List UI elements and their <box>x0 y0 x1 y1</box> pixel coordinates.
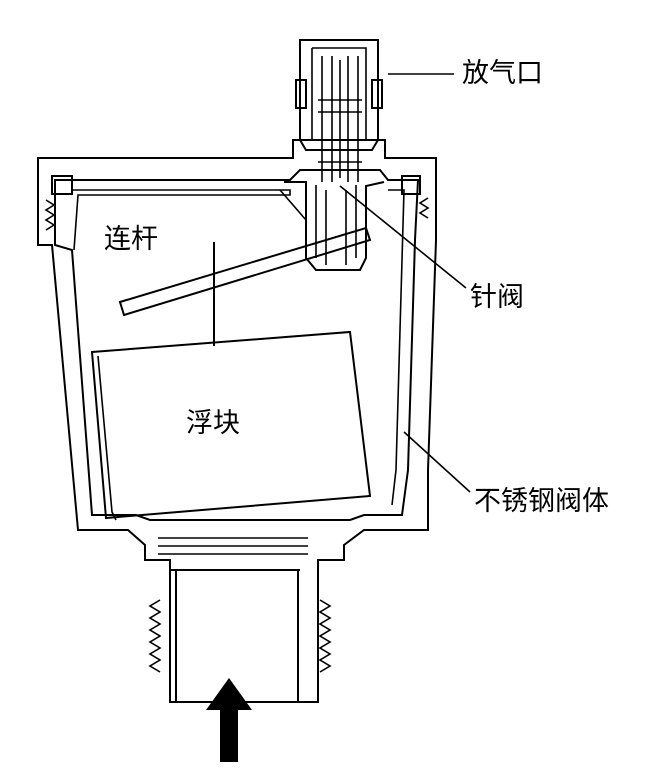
label-float: 浮块 <box>186 408 240 439</box>
right-cap <box>401 175 421 195</box>
vent-tower-inner <box>311 47 367 140</box>
left-cap <box>51 175 73 195</box>
needle-valve-seat <box>315 185 357 265</box>
label-body: 不锈钢阀体 <box>474 486 609 517</box>
needle-valve-slope <box>279 189 307 221</box>
inlet-pipe <box>170 569 300 702</box>
float-block <box>90 330 372 520</box>
vent-nut-left <box>295 79 307 109</box>
chamber-liner <box>72 189 291 251</box>
vent-collar <box>318 99 362 163</box>
needle-valve-housing <box>284 181 385 271</box>
vent-stem <box>321 56 359 182</box>
leader-body <box>403 431 471 493</box>
valve-body-inner <box>54 169 420 521</box>
inflow-arrow-icon <box>206 678 252 762</box>
neck-ring <box>158 537 308 555</box>
label-vent: 放气口 <box>462 58 543 89</box>
left-pipe-thread <box>148 599 162 673</box>
vent-tower-outer <box>299 39 379 151</box>
vent-nut-right <box>371 79 383 109</box>
chamber-liner-right <box>388 189 405 506</box>
left-seal-thread <box>44 199 56 231</box>
valve-body-outer <box>37 139 437 703</box>
right-pipe-thread <box>318 599 332 673</box>
right-seal-thread <box>418 197 430 219</box>
float-block-edge <box>97 355 117 521</box>
leader-needle-valve <box>339 185 467 289</box>
label-linkage: 连杆 <box>104 224 158 255</box>
label-needle-valve: 针阀 <box>470 282 524 313</box>
linkage-rod <box>118 226 372 317</box>
